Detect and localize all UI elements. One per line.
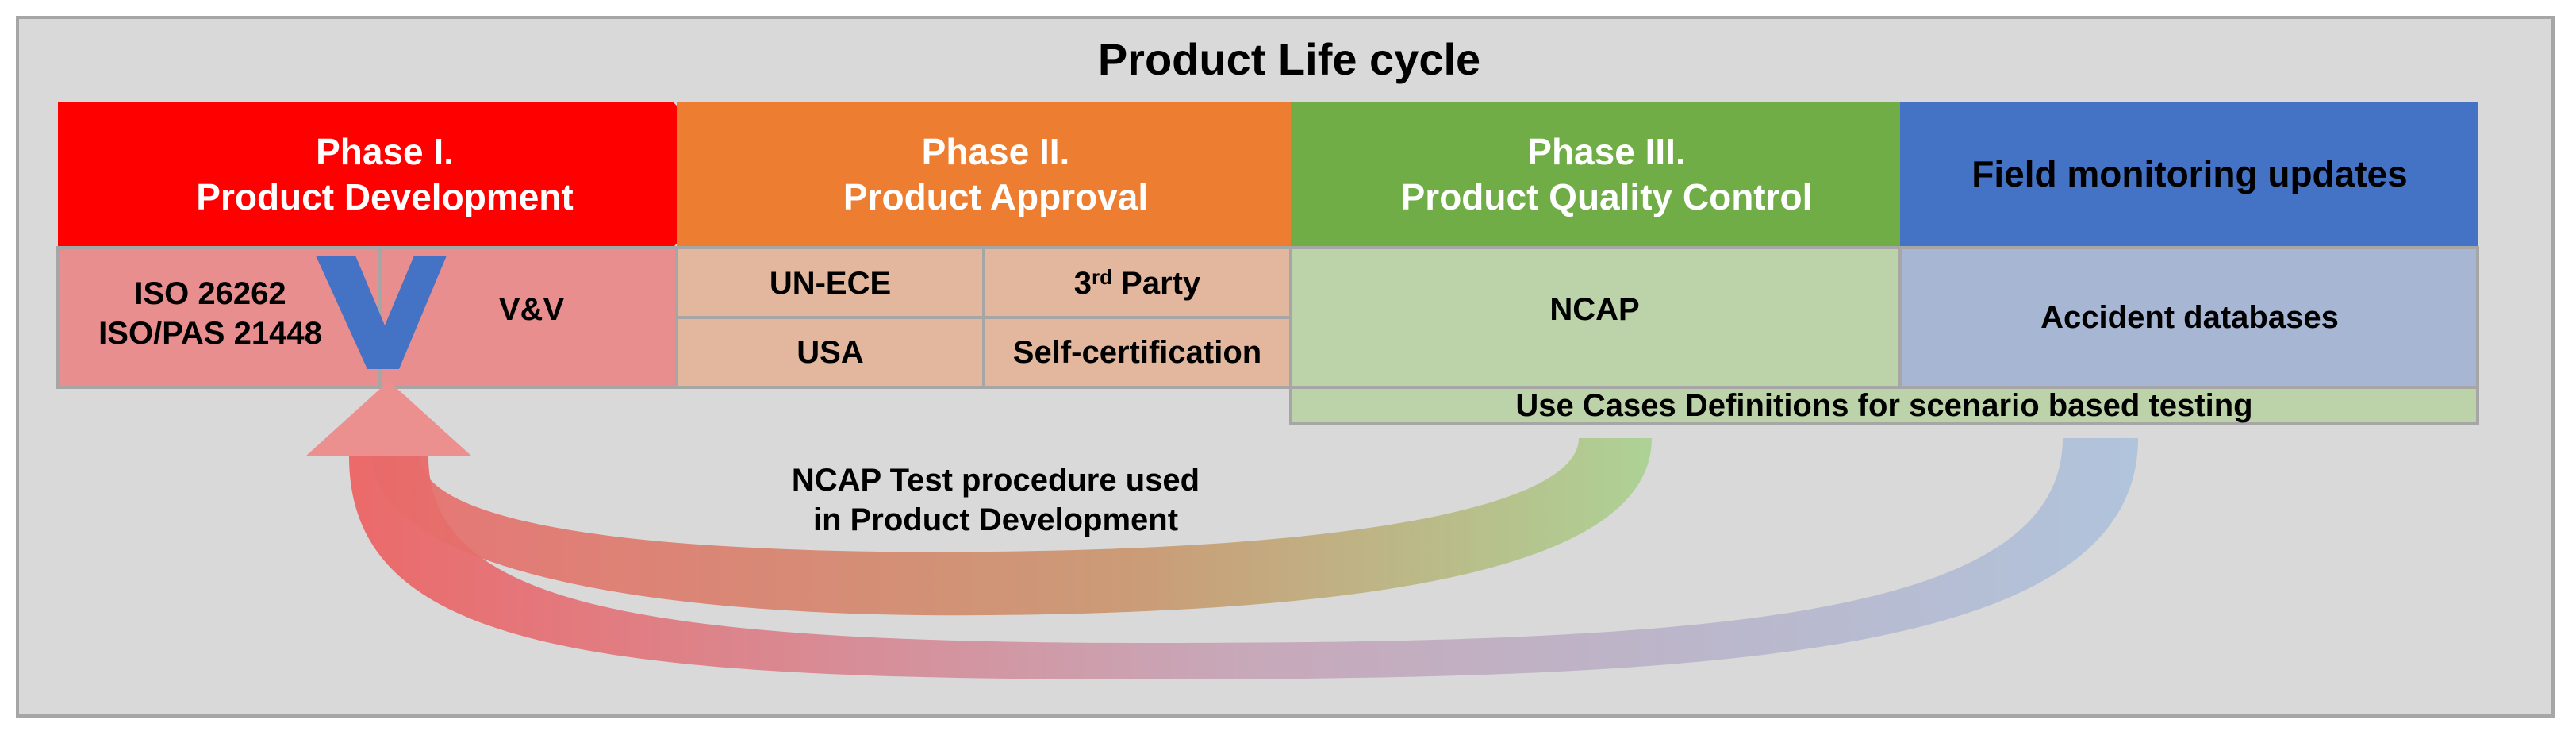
iso-pas-21448: ISO/PAS 21448 <box>98 316 322 351</box>
field-label: Field monitoring updates <box>1971 153 2408 195</box>
phase1-standards: ISO 26262 ISO/PAS 21448 <box>87 254 333 373</box>
phase3-line1: Phase III. <box>1527 130 1686 172</box>
ncap-label: NCAP <box>1549 292 1640 327</box>
phase2-self-cert-cell <box>982 316 1292 389</box>
unece-label: UN-ECE <box>769 266 892 301</box>
phase1-line1: Phase I. <box>316 130 454 172</box>
up-arrow-icon <box>305 381 472 456</box>
field-box <box>1900 102 2478 248</box>
iso26262: ISO 26262 <box>134 276 286 311</box>
v-model-icon <box>316 256 447 369</box>
phase2-line2: Product Approval <box>843 176 1149 217</box>
phase3-arrow <box>1291 102 1969 248</box>
phase1-label: Phase I. Product Development <box>159 111 611 238</box>
accident-db-label: Accident databases <box>2040 300 2339 335</box>
third-party-sup: rd <box>1092 264 1113 289</box>
phase2-label: Phase II. Product Approval <box>770 111 1222 238</box>
third-party-num: 3 <box>1073 266 1092 301</box>
phase1-vv: V&V <box>498 292 565 327</box>
phase3-ncap-cell <box>1289 246 1902 389</box>
usa-label: USA <box>797 335 864 370</box>
phase1-arrow <box>58 102 742 248</box>
self-cert-label: Self-certification <box>1012 335 1262 370</box>
feedback-label: NCAP Test procedure used in Product Deve… <box>698 456 1293 544</box>
ncap-feedback-arrow <box>373 438 1652 616</box>
third-party-rest: Party <box>1112 266 1201 301</box>
use-cases-label: Use Cases Definitions for scenario based… <box>1515 388 2253 423</box>
feedback-line2: in Product Development <box>812 502 1179 537</box>
phase2-arrow <box>677 102 1360 248</box>
phase3-label: Phase III. Product Quality Control <box>1349 111 1864 238</box>
phase1-line2: Product Development <box>196 176 574 217</box>
phase3-line2: Product Quality Control <box>1400 176 1813 217</box>
diagram-title: Product Life cycle <box>1097 34 1481 84</box>
phase2-usa-cell <box>675 316 985 389</box>
use-cases-bar <box>1289 386 2479 425</box>
feedback-line1: NCAP Test procedure used <box>791 463 1200 498</box>
phase2-line1: Phase II. <box>921 130 1070 172</box>
